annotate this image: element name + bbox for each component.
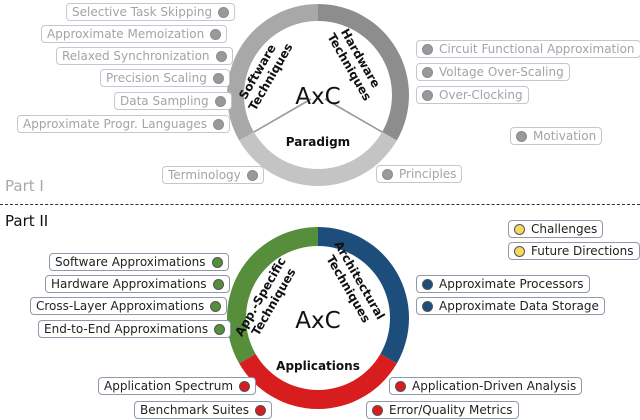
part1-segment-software xyxy=(227,4,318,141)
green-dot-icon xyxy=(214,323,226,335)
gray-dot-icon xyxy=(246,169,258,181)
part1-left-item-label: Approximate Progr. Languages xyxy=(23,117,208,131)
part1-left-item[interactable]: Relaxed Synchronization xyxy=(56,47,233,65)
gray-dot-icon xyxy=(215,50,227,62)
gray-dot-icon xyxy=(382,168,393,180)
gray-dot-icon xyxy=(210,28,222,40)
part2-segment-applications xyxy=(239,354,397,409)
part1-label: Part I xyxy=(5,177,44,195)
gray-dot-icon xyxy=(516,130,527,142)
top-right-item-label: Future Directions xyxy=(531,244,634,258)
gray-dot-icon xyxy=(422,89,433,101)
gray-dot-icon xyxy=(212,72,224,84)
part1-right-item[interactable]: Over-Clocking xyxy=(416,86,529,104)
bottom-right-item-label: Application-Driven Analysis xyxy=(412,379,577,393)
bottom-left-item-label: Benchmark Suites xyxy=(140,403,250,417)
motivation-item[interactable]: Motivation xyxy=(510,127,603,145)
red-dot-icon xyxy=(255,404,267,416)
gray-dot-icon xyxy=(213,118,225,130)
part2-left-item[interactable]: End-to-End Approximations xyxy=(38,320,232,338)
red-dot-icon xyxy=(395,380,406,392)
part1-paradigm-label: Paradigm xyxy=(286,135,350,149)
part2-label: Part II xyxy=(5,212,49,230)
part2-right-item[interactable]: Approximate Processors xyxy=(416,275,590,293)
terminology-label: Terminology xyxy=(168,168,241,182)
green-dot-icon xyxy=(212,278,224,290)
gray-dot-icon xyxy=(218,6,230,18)
part1-left-item[interactable]: Approximate Progr. Languages xyxy=(17,115,231,133)
gray-dot-icon xyxy=(214,95,226,107)
part1-left-item-label: Selective Task Skipping xyxy=(72,5,213,19)
bottom-left-item[interactable]: Application Spectrum xyxy=(98,377,257,395)
part1-left-item-label: Precision Scaling xyxy=(106,71,207,85)
part1-right-item-label: Circuit Functional Approximation xyxy=(439,42,635,56)
part1-right-item[interactable]: Circuit Functional Approximation xyxy=(416,40,640,58)
part2-applications-label: Applications xyxy=(276,359,360,373)
part-separator xyxy=(0,204,640,205)
bottom-left-item-label: Application Spectrum xyxy=(104,379,234,393)
part2-left-item-label: End-to-End Approximations xyxy=(44,322,209,336)
part2-left-item[interactable]: Cross-Layer Approximations xyxy=(30,297,228,315)
part2-left-item-label: Hardware Approximations xyxy=(51,277,207,291)
red-dot-icon xyxy=(372,404,383,416)
part1-left-item[interactable]: Approximate Memoization xyxy=(41,25,228,43)
blue-dot-icon xyxy=(422,278,433,290)
part1-right-item-label: Voltage Over-Scaling xyxy=(439,65,564,79)
yellow-dot-icon xyxy=(514,245,525,257)
part1-left-item[interactable]: Selective Task Skipping xyxy=(66,3,236,21)
part2-segment-app-specific xyxy=(227,227,318,364)
part2-segment-architectural xyxy=(318,227,409,364)
terminology-item[interactable]: Terminology xyxy=(162,166,264,184)
motivation-label: Motivation xyxy=(533,129,597,143)
part2-right-item[interactable]: Approximate Data Storage xyxy=(416,297,605,315)
part1-divider-right xyxy=(324,98,383,133)
part1-segment-hardware xyxy=(318,4,409,141)
principles-item[interactable]: Principles xyxy=(376,165,463,183)
part1-divider-left xyxy=(253,98,312,133)
part1-right-item-label: Over-Clocking xyxy=(439,88,523,102)
part2-left-item[interactable]: Hardware Approximations xyxy=(45,275,230,293)
bottom-left-item[interactable]: Benchmark Suites xyxy=(134,401,273,419)
part2-right-item-label: Approximate Data Storage xyxy=(439,299,599,313)
bottom-right-item[interactable]: Application-Driven Analysis xyxy=(389,377,583,395)
top-right-item[interactable]: Challenges xyxy=(508,220,604,238)
gray-dot-icon xyxy=(422,66,433,78)
part1-right-item[interactable]: Voltage Over-Scaling xyxy=(416,63,570,81)
blue-dot-icon xyxy=(422,300,433,312)
part1-left-item-label: Data Sampling xyxy=(120,94,209,108)
part1-segment-paradigm xyxy=(239,132,397,186)
bottom-right-item[interactable]: Error/Quality Metrics xyxy=(366,401,519,419)
part1-ring: AxC Software Techniques Hardware Techniq… xyxy=(227,4,409,186)
green-dot-icon xyxy=(210,300,222,312)
green-dot-icon xyxy=(211,256,223,268)
part2-center-label: AxC xyxy=(295,308,340,334)
part1-left-item-label: Approximate Memoization xyxy=(47,27,205,41)
part1-left-item[interactable]: Precision Scaling xyxy=(100,69,230,87)
gray-dot-icon xyxy=(422,43,433,55)
bottom-right-item-label: Error/Quality Metrics xyxy=(389,403,513,417)
top-right-item-label: Challenges xyxy=(531,222,598,236)
top-right-item[interactable]: Future Directions xyxy=(508,242,640,260)
part1-left-item[interactable]: Data Sampling xyxy=(114,92,232,110)
part1-center-label: AxC xyxy=(295,84,340,110)
part2-left-item[interactable]: Software Approximations xyxy=(49,253,229,271)
part1-left-item-label: Relaxed Synchronization xyxy=(62,49,210,63)
part2-right-item-label: Approximate Processors xyxy=(439,277,584,291)
principles-label: Principles xyxy=(399,167,457,181)
red-dot-icon xyxy=(239,380,251,392)
part2-left-item-label: Software Approximations xyxy=(55,255,206,269)
yellow-dot-icon xyxy=(514,223,525,235)
part2-left-item-label: Cross-Layer Approximations xyxy=(36,299,205,313)
